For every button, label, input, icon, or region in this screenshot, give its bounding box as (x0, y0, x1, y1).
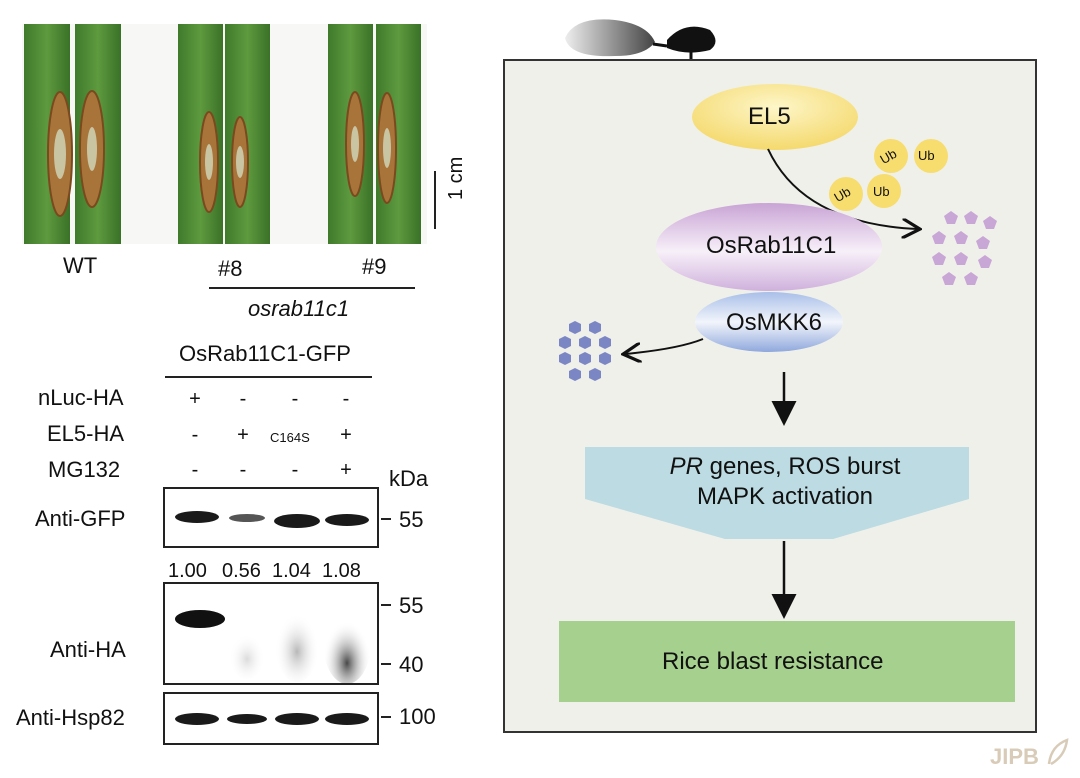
el5-symbol: + (237, 424, 249, 446)
blot-label-hsp: Anti-Hsp82 (16, 705, 125, 730)
mkk-node (695, 292, 843, 352)
blot-hsp-bands (175, 713, 369, 725)
label-mutant: osrab11c1 (248, 296, 350, 321)
marker-tick (381, 518, 391, 520)
nluc-symbol: - (291, 388, 299, 410)
marker-ha-top: 55 (399, 593, 424, 618)
degraded-rab-fragments (932, 211, 997, 285)
quant-value: 0.56 (222, 560, 261, 582)
el5-symbol-mutant: C164S (270, 430, 310, 445)
label-wt: WT (63, 253, 98, 278)
nluc-symbol: - (342, 388, 350, 410)
mg132-symbol: - (239, 459, 247, 481)
label-line-9: #9 (362, 254, 387, 279)
blot-label-ha: Anti-HA (50, 637, 126, 662)
mg132-symbol: - (291, 459, 299, 481)
smear (229, 629, 265, 679)
band (175, 511, 219, 523)
output-line-1: PR genes, ROS burst (585, 452, 985, 482)
quant-value: 1.04 (272, 560, 311, 582)
rab-node (656, 203, 882, 291)
model-drawing (559, 84, 1015, 702)
ub-label: Ub (873, 184, 890, 199)
output-node (585, 447, 969, 539)
ubiquitination-arrow (767, 148, 918, 229)
smear (323, 600, 371, 684)
leaf-photo-drawing (24, 24, 421, 244)
rab-label: OsRab11C1 (706, 232, 837, 259)
mkk-degradation-arrow (625, 338, 704, 354)
row-label-mg132: MG132 (48, 457, 121, 482)
leaf-logo-icon (1047, 738, 1069, 766)
blot-ha-bands (175, 600, 371, 684)
output-line-2: MAPK activation (696, 483, 874, 510)
kda-label: kDa (389, 466, 429, 491)
result-node (559, 621, 1015, 702)
marker-hsp: 100 (399, 704, 436, 729)
quant-value: 1.08 (322, 560, 361, 582)
scale-bar-line (434, 171, 436, 229)
el5-symbol: - (191, 424, 199, 446)
degraded-mkk-fragments (559, 321, 611, 381)
el5-label: EL5 (748, 103, 791, 130)
blot-hsp (163, 692, 379, 745)
band (175, 610, 225, 628)
blot-gfp (163, 487, 379, 548)
marker-tick (381, 604, 391, 606)
band (229, 514, 265, 522)
band (227, 714, 267, 724)
output-italic: PR (669, 453, 703, 480)
construct-underline (165, 376, 372, 378)
label-line-8: #8 (218, 256, 243, 281)
output-line-1-rest: genes, ROS burst (702, 453, 901, 480)
ub-label: Ub (918, 148, 935, 163)
el5-symbol: + (340, 424, 352, 446)
journal-watermark: JIPB (990, 744, 1039, 769)
blot-gfp-bands (175, 511, 369, 528)
model-cell-box (503, 59, 1037, 733)
nluc-symbol: + (189, 388, 201, 410)
band (275, 713, 319, 725)
mg132-symbol: - (191, 459, 199, 481)
band (325, 713, 369, 725)
marker-ha-bottom: 40 (399, 652, 424, 677)
leaf-8-2 (225, 24, 270, 244)
marker-gfp: 55 (399, 507, 424, 532)
row-label-el5: EL5-HA (47, 421, 125, 446)
mkk-label: OsMKK6 (726, 309, 823, 336)
construct-label: OsRab11C1-GFP (179, 341, 351, 366)
mg132-symbol: + (340, 459, 352, 481)
nluc-symbol: - (239, 388, 247, 410)
lesion-centers (54, 126, 391, 180)
leaf-photo (22, 24, 427, 244)
blot-ha (163, 582, 379, 685)
result-label: Rice blast resistance (662, 648, 884, 675)
band (274, 514, 320, 528)
blot-label-gfp: Anti-GFP (35, 506, 126, 531)
band (175, 713, 219, 725)
quant-value: 1.00 (168, 560, 207, 582)
scale-bar-label: 1 cm (445, 156, 467, 200)
band (325, 514, 369, 526)
marker-tick (381, 716, 391, 718)
el5-node (692, 84, 858, 150)
marker-tick (381, 663, 391, 665)
ub-circles (829, 139, 948, 211)
output-label: PR genes, ROS burst MAPK activation (585, 452, 985, 512)
fungal-spore-icon (565, 19, 716, 72)
row-label-nluc: nLuc-HA (38, 385, 124, 410)
mutant-underline (209, 287, 415, 289)
smear (275, 606, 319, 682)
